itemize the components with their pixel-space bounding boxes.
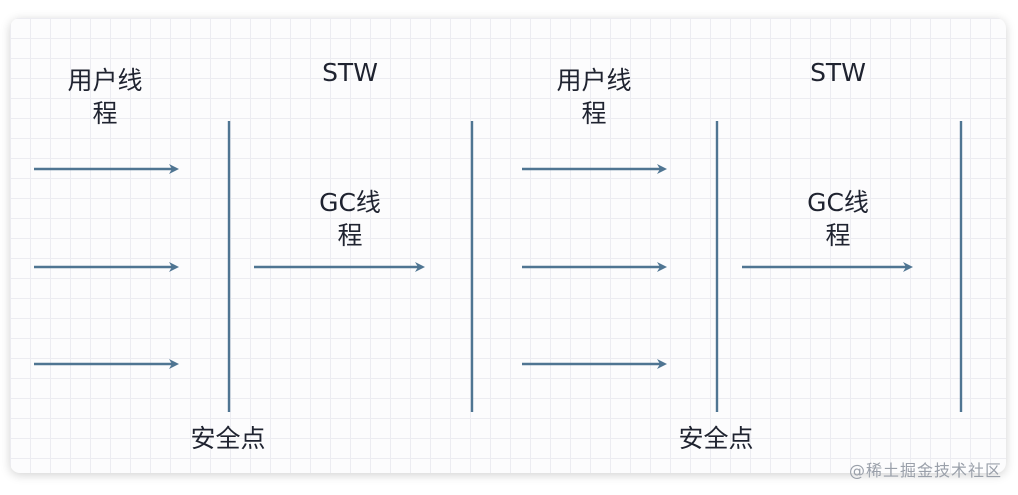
user-thread-label-line1: 用户线 — [556, 66, 632, 95]
user-thread-label: 用户线 程 — [55, 64, 155, 130]
user-thread-label: 用户线 程 — [544, 64, 644, 130]
user-thread-label-line1: 用户线 — [67, 66, 143, 95]
stw-label: STW — [810, 58, 866, 87]
safepoint-label: 安全点 — [678, 424, 754, 453]
stw-label: STW — [322, 58, 378, 87]
safepoint-label: 安全点 — [190, 424, 266, 453]
gc-thread-label: GC线 程 — [300, 186, 400, 252]
gc-thread-label-line2: 程 — [825, 221, 851, 250]
gc-thread-label-line1: GC线 — [807, 188, 869, 217]
gc-thread-label: GC线 程 — [788, 186, 888, 252]
watermark-text: @稀土掘金技术社区 — [848, 461, 1002, 480]
diagram-card — [10, 18, 1006, 473]
user-thread-label-line2: 程 — [92, 99, 118, 128]
gc-thread-label-line1: GC线 — [319, 188, 381, 217]
gc-thread-label-line2: 程 — [337, 221, 363, 250]
user-thread-label-line2: 程 — [581, 99, 607, 128]
